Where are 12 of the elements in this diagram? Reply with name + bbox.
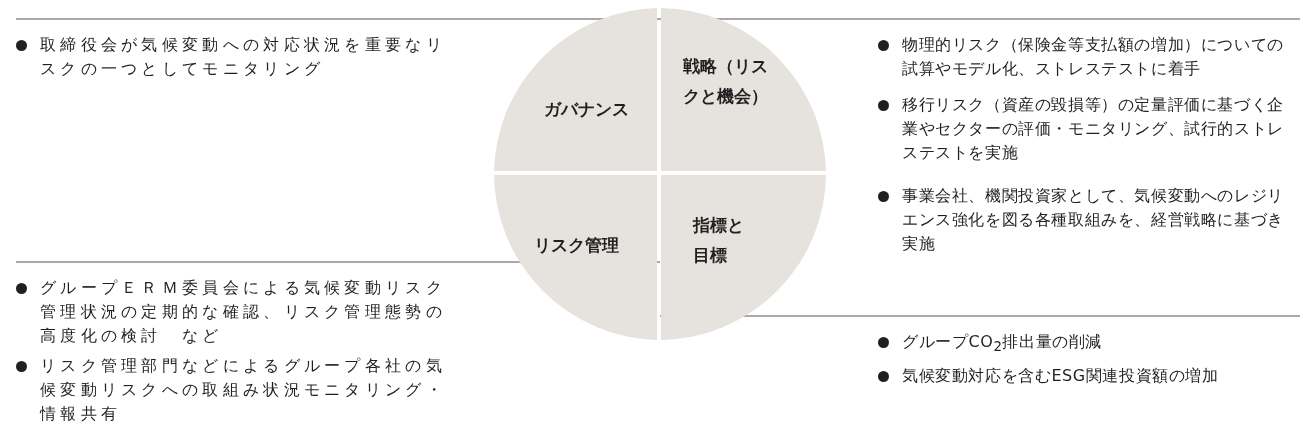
quadrant-title: ガバナンス: [544, 98, 630, 121]
bullet-text: 取締役会が気候変動への対応状況を重要なリスクの一つとしてモニタリング: [40, 34, 446, 80]
bullet-text: リスク管理部門などによるグループ各社の気候変動リスクへの取組み状況モニタリング・情報共有: [40, 355, 446, 425]
bullet-text: 事業会社、機関投資家として、気候変動へのレジリエンス強化を図る各種取組みを、経営戦略に基づき実施: [902, 185, 1285, 255]
quadrant-title: リスク管理: [534, 234, 620, 257]
bullet-text: 物理的リスク（保険金等支払額の増加）についての試算やモデル化、ストレステストに着手: [902, 34, 1285, 80]
quadrant-title: 指標と目標: [693, 214, 745, 267]
bullet-text: 移行リスク（資産の毀損等）の定量評価に基づく企業やセクターの評価・モニタリング、試行的ストレステストを実施: [902, 94, 1285, 164]
quadrant-title: 戦略（リスクと機会）: [683, 55, 769, 108]
bullet-text: グループＥＲＭ委員会による気候変動リスク管理状況の定期的な確認、リスク管理態勢の高度化の検討 など: [40, 277, 446, 347]
bullet-text: 気候変動対応を含むESG関連投資額の増加: [902, 365, 1220, 387]
bullet-text: グループCO$_{2}$排出量の削減: [902, 331, 1104, 357]
